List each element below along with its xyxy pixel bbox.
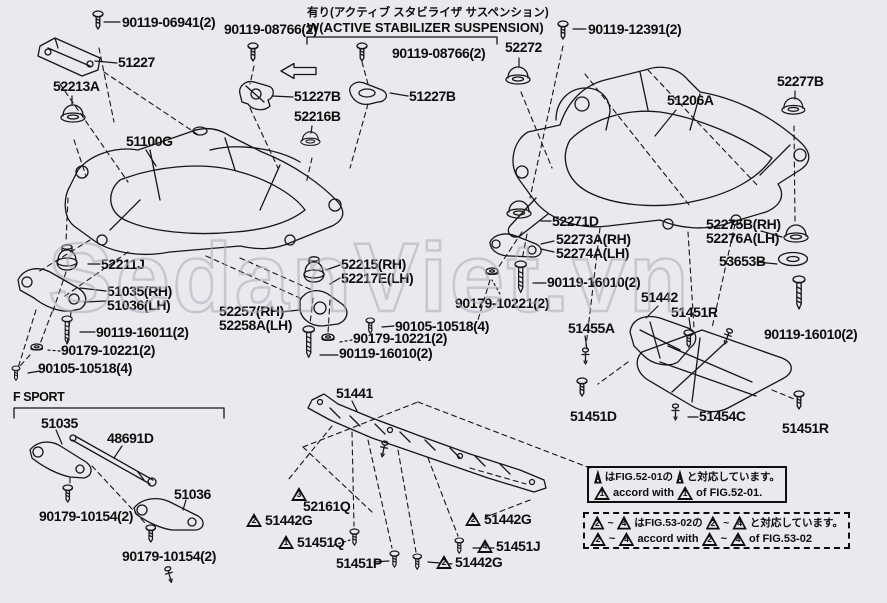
header-bracket [306,36,498,45]
part-label-90179-10221-3: 90179-10221(2) [455,295,550,311]
part-label-52274ALH: 52274A(LH) [556,245,630,261]
header-note-jp: 有り(アクティブ スタビライザ サスペンション) [307,7,549,19]
part-label-52217ELH: 52217E(LH) [341,270,414,286]
projection-lines [17,45,796,553]
part-label-90119-16011: 90119-16011(2) [96,324,189,340]
part-label-52258ALH: 52258A(LH) [219,317,293,333]
part-label-52215RH: 52215(RH) [341,256,406,272]
part-label-51035RH: 51035(RH) [107,283,172,299]
part-label-90119-12391: 90119-12391(2) [588,21,682,37]
triangle-1-marker: 1 [676,470,684,484]
part-label-51451R-2: 51451R [782,420,829,436]
triangle-4-marker: 4 [617,516,632,530]
triangle-2-marker: 2 [590,516,605,530]
leader-lines [27,21,796,565]
triangle-2-marker: 2 [436,555,452,569]
part-label-90119-08766-1: 90119-08766(2) [224,21,318,37]
splash-shield-drawing [307,393,547,493]
part-label-52211J: 52211J [101,256,145,272]
part-label-52257RH: 52257(RH) [219,303,284,319]
triangle-1-marker: 1 [594,486,610,500]
part-label-51227B-1: 51227B [294,88,341,104]
under-cover-drawing [629,315,792,413]
part-label-51442: 51442 [641,289,678,305]
part-label-51451P: 51451P [336,555,382,571]
part-label-51227B-2: 51227B [409,88,456,104]
triangle-1-marker: 1 [677,486,693,500]
part-label-48691D: 48691D [107,430,154,446]
header-note-en: W(ACTIVE STABILIZER SUSPENSION) [307,20,544,35]
part-label-90179-10221-2: 90179-10221(2) [353,330,448,346]
triangle-2-marker: 2 [590,532,606,546]
part-label-51454C: 51454C [699,408,746,424]
triangle-4-marker: 4 [732,516,747,530]
part-label-51206A: 51206A [667,92,714,108]
part-label-52273ARH: 52273A(RH) [556,231,631,247]
part-label-51100G: 51100G [126,133,173,149]
part-label-52213A: 52213A [53,78,100,94]
part-label-90119-16010-1: 90119-16010(2) [339,345,433,361]
triangle-2-marker: 2 [246,513,262,527]
triangle-2-marker: 2 [702,532,718,546]
part-label-53653B: 53653B [719,253,766,269]
part-label-52271D: 52271D [552,213,599,229]
triangle-1-marker: 1 [278,535,294,549]
triangle-2-marker: 2 [706,516,721,530]
part-label-90119-08766-2: 90119-08766(2) [392,45,486,61]
dotted-leader-lines [46,279,501,546]
triangle-4-marker: 4 [730,532,746,546]
part-label-90105-10518-2: 90105-10518(4) [395,318,490,334]
part-label-51036: 51036 [174,486,211,502]
part-label-90105-10518-1: 90105-10518(4) [38,360,133,376]
part-label-52161Q: 52161Q [303,498,351,514]
section-label-f-sport: F SPORT [13,390,65,404]
part-label-52216B: 52216B [294,108,341,124]
part-label-52275BRH: 52275B(RH) [706,216,781,232]
part-label-90119-06941: 90119-06941(2) [122,14,216,30]
part-label-51451D: 51451D [570,408,617,424]
triangle-2-marker: 2 [465,512,481,526]
part-label-90119-16010-2: 90119-16010(2) [547,274,641,290]
small-parts-drawing [17,37,542,327]
part-label-51441: 51441 [336,385,373,401]
f-sport-bracket [13,407,225,419]
part-label-52277B: 52277B [777,73,824,89]
triangle-4-marker: 4 [477,539,493,553]
part-label-90179-10154-1: 90179-10154(2) [39,508,134,524]
triangle-3-marker: 3 [291,487,307,501]
front-crossmember-drawing [64,126,344,255]
triangle-1-marker: 1 [594,470,602,484]
part-label-51035: 51035 [41,415,78,431]
part-label-51455A: 51455A [568,320,615,336]
part-label-52272: 52272 [505,39,542,55]
part-label-51451R-1: 51451R [671,304,718,320]
part-label-90119-16010-3: 90119-16010(2) [764,326,858,342]
triangle-4-marker: 4 [618,532,634,546]
part-label-51036LH: 51036(LH) [107,297,171,313]
part-label-90179-10221-1: 90179-10221(2) [61,342,156,358]
direction-arrow-icon [280,62,317,80]
part-label-90179-10154-2: 90179-10154(2) [122,548,217,564]
part-label-51227: 51227 [118,54,155,70]
part-label-52276ALH: 52276A(LH) [706,230,780,246]
